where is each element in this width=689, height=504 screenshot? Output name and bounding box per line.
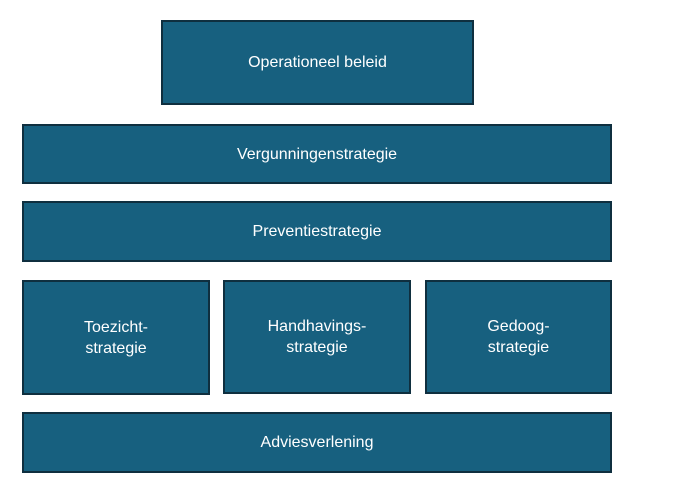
toezichtstrategie-label: Toezicht- strategie [83, 318, 149, 357]
toezichtstrategie-box: Toezicht- strategie [22, 280, 210, 395]
handhavingsstrategie-label: Handhavings- strategie [267, 318, 367, 356]
operationeel-beleid-box: Operationeel beleid [161, 20, 474, 105]
adviesverlening-label: Adviesverlening [260, 434, 374, 451]
handhavingsstrategie-box: Handhavings- strategie [223, 280, 411, 394]
preventiestrategie-label: Preventiestrategie [252, 223, 382, 240]
gedoogstrategie-box: Gedoog- strategie [425, 280, 612, 394]
vergunningenstrategie-box: Vergunningenstrategie [22, 124, 612, 184]
adviesverlening-box: Adviesverlening [22, 412, 612, 473]
vergunningenstrategie-label: Vergunningenstrategie [236, 145, 398, 163]
preventiestrategie-box: Preventiestrategie [22, 201, 612, 262]
gedoogstrategie-label: Gedoog- strategie [487, 318, 550, 356]
operationeel-beleid-label: Operationeel beleid [248, 54, 387, 71]
